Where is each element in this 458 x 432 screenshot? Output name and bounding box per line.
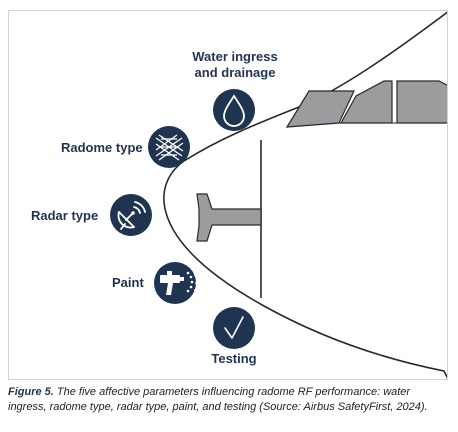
cockpit-window-3	[396, 80, 447, 124]
figure-caption: Figure 5. The five affective parameters …	[8, 385, 448, 415]
label-radome-type: Radome type	[61, 140, 143, 155]
caption-text: The five affective parameters influencin…	[8, 386, 428, 413]
label-water-ingress: Water ingress and drainage	[192, 49, 278, 80]
spray-gun-icon	[154, 262, 197, 304]
figure-frame: Water ingress and drainage Radome type R…	[8, 10, 448, 380]
checkmark-icon	[213, 307, 255, 349]
water-drop-icon	[213, 89, 255, 131]
label-paint: Paint	[112, 275, 144, 290]
diagram-canvas	[110, 11, 447, 379]
figure-number: Figure 5.	[8, 386, 54, 398]
label-radar-type: Radar type	[31, 208, 99, 223]
honeycomb-icon	[148, 126, 190, 168]
label-testing: Testing	[211, 351, 257, 366]
radar-antenna	[196, 193, 262, 242]
satellite-dish-icon	[110, 194, 152, 236]
cockpit-window-1	[285, 90, 355, 128]
